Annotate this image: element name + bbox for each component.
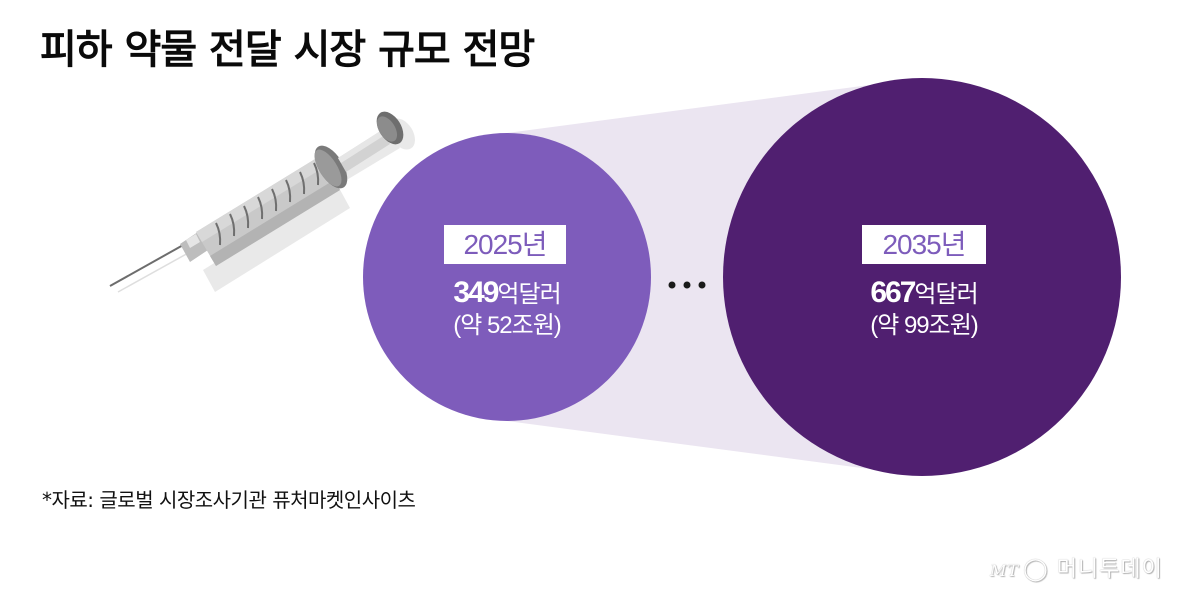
value-2025: 349억달러	[407, 278, 607, 308]
krw-2035: (약 99조원)	[870, 312, 979, 339]
ellipsis-icon	[668, 281, 706, 289]
value-unit-2035: 억달러	[914, 281, 978, 308]
logo-name: 머니투데이	[1056, 557, 1163, 582]
logo-mt: MT	[990, 561, 1020, 580]
value-unit-2025: 억달러	[497, 281, 561, 308]
publisher-logo: MT◯ 머니투데이	[990, 551, 1163, 583]
bubble-2025	[363, 133, 651, 421]
value-number-2035: 667	[870, 276, 916, 309]
page-title: 피하 약물 전달 시장 규모 전망	[40, 27, 535, 73]
logo-circle-icon: ◯	[1023, 557, 1057, 582]
year-label-2025: 2025년	[444, 225, 566, 264]
source-note: *자료: 글로벌 시장조사기관 퓨처마켓인사이츠	[42, 488, 416, 512]
syringe-icon	[109, 111, 415, 293]
year-label-2035: 2035년	[862, 225, 986, 264]
krw-2025: (약 52조원)	[453, 312, 562, 339]
value-number-2025: 349	[453, 276, 499, 309]
value-2035: 667억달러	[824, 278, 1024, 308]
bubble-2035	[723, 78, 1121, 476]
